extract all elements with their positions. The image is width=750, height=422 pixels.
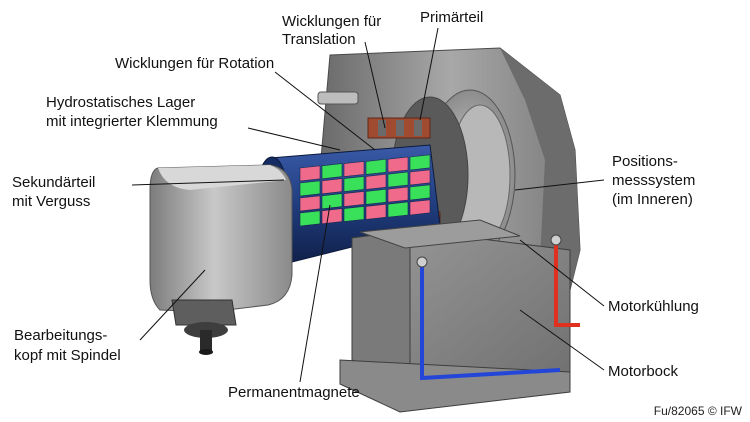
label-windings-rotation: Wicklungen für Rotation xyxy=(115,55,274,72)
magnet-segment xyxy=(388,172,408,187)
magnet-segment xyxy=(388,157,408,172)
label-windings-translation-1: Wicklungen für xyxy=(282,13,381,30)
label-permanent-magnets: Permanentmagnete xyxy=(228,384,360,401)
magnet-segment xyxy=(322,209,342,224)
label-motor-block: Motorbock xyxy=(608,363,679,380)
magnet-segment xyxy=(344,161,364,176)
magnet-segment xyxy=(322,164,342,179)
magnet-segment xyxy=(300,166,320,181)
magnet-segment xyxy=(366,159,386,174)
magnet-segment xyxy=(300,196,320,211)
magnet-segment xyxy=(388,202,408,217)
label-processing-head-1: Bearbeitungs- xyxy=(14,327,107,344)
label-secondary-part-1: Sekundärteil xyxy=(12,174,95,191)
magnet-segment xyxy=(366,204,386,219)
label-primary-part: Primärteil xyxy=(420,9,483,26)
magnet-segment xyxy=(410,155,430,170)
magnet-segment xyxy=(322,179,342,194)
label-hydrostatic-bearing-2: mit integrierter Klemmung xyxy=(46,113,218,130)
magnet-segment xyxy=(410,200,430,215)
processing-head xyxy=(150,165,292,355)
label-processing-head-2: kopf mit Spindel xyxy=(14,347,121,364)
magnet-segment xyxy=(300,211,320,226)
magnet-segment xyxy=(410,170,430,185)
label-secondary-part-2: mit Verguss xyxy=(12,193,90,210)
magnet-segment xyxy=(344,206,364,221)
magnet-segment xyxy=(344,176,364,191)
credit-text: Fu/82065 © IFW xyxy=(654,404,742,418)
label-hydrostatic-bearing-1: Hydrostatisches Lager xyxy=(46,94,195,111)
magnet-segment xyxy=(366,189,386,204)
label-windings-translation-2: Translation xyxy=(282,31,356,48)
label-motor-cooling: Motorkühlung xyxy=(608,298,699,315)
label-position-system-2: messsystem xyxy=(612,172,695,189)
magnet-segment xyxy=(322,194,342,209)
motor-block xyxy=(340,220,570,412)
magnet-segment xyxy=(300,181,320,196)
magnet-segment xyxy=(388,187,408,202)
magnet-segment xyxy=(410,185,430,200)
magnet-segment xyxy=(344,191,364,206)
magnet-segment xyxy=(366,174,386,189)
label-position-system-1: Positions- xyxy=(612,153,678,170)
label-position-system-3: (im Inneren) xyxy=(612,191,693,208)
